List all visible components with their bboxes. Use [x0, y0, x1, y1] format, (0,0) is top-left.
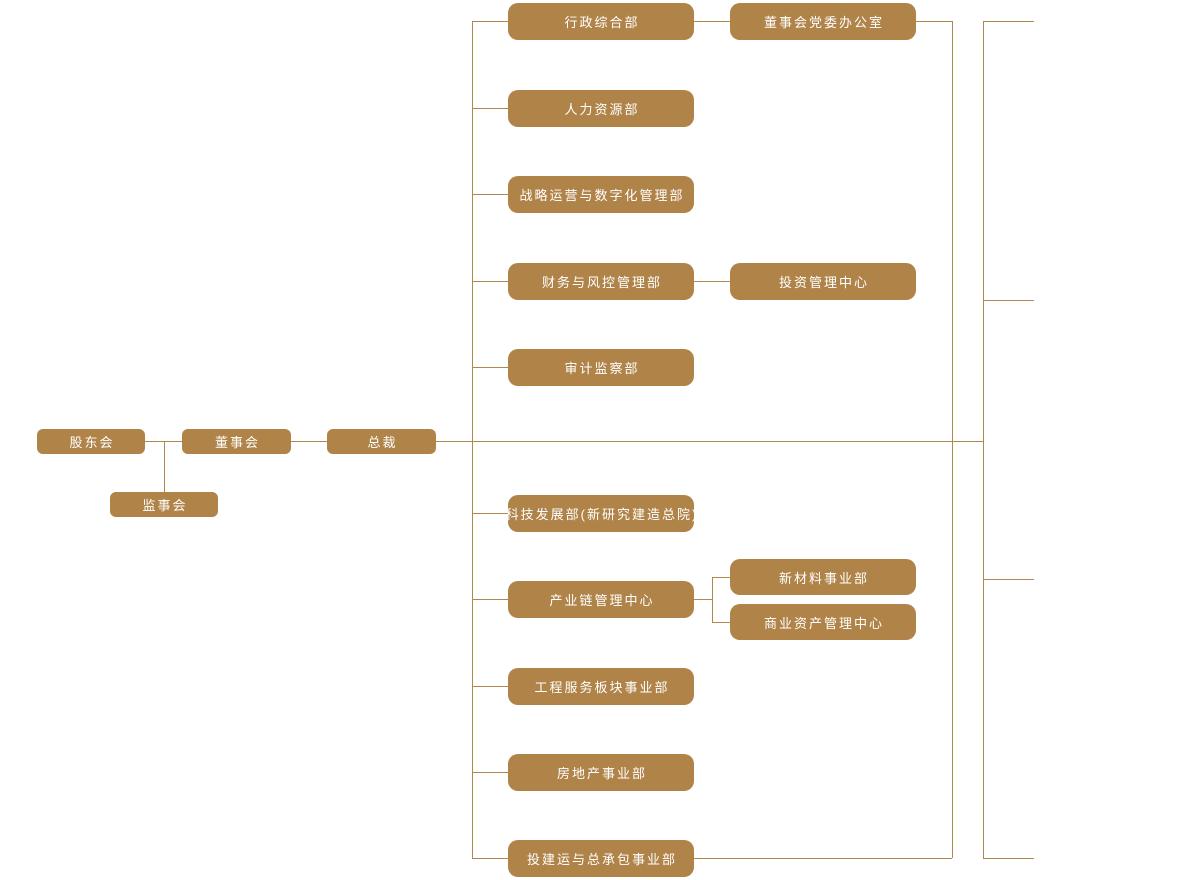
connector-dept-spine [472, 21, 473, 858]
connector-tick-admin [472, 21, 508, 22]
node-hr-dept: 人力资源部 [508, 90, 694, 127]
node-board-of-directors: 董事会 [182, 429, 291, 454]
node-commercial-assets-center: 商业资产管理中心 [730, 604, 916, 640]
connector-finance-investment [694, 281, 730, 282]
connector-tick-hr [472, 108, 508, 109]
node-new-materials-bu: 新材料事业部 [730, 559, 916, 595]
connector-tick-audit [472, 367, 508, 368]
node-invest-build-epc-bu: 投建运与总承包事业部 [508, 840, 694, 877]
connector-admin-party-office [694, 21, 730, 22]
connector-chain-vertical [712, 577, 713, 623]
node-investment-management-center: 投资管理中心 [730, 263, 916, 300]
connector-epc-right [694, 858, 952, 859]
node-strategy-digital-dept: 战略运营与数字化管理部 [508, 176, 694, 213]
connector-tick-strategy [472, 194, 508, 195]
connector-stub-top [983, 21, 1034, 22]
connector-party-office-right [916, 21, 952, 22]
node-engineering-services-bu: 工程服务板块事业部 [508, 668, 694, 705]
connector-right-rail-inner [952, 21, 953, 858]
node-supervisory-board: 监事会 [110, 492, 218, 517]
node-admin-general-dept: 行政综合部 [508, 3, 694, 40]
connector-president-main [436, 441, 983, 442]
connector-tick-realestate [472, 772, 508, 773]
connector-tick-tech [472, 513, 508, 514]
connector-chain-out [694, 599, 712, 600]
connector-board-president [291, 441, 327, 442]
connector-supervisory-drop [164, 441, 165, 492]
node-audit-supervision-dept: 审计监察部 [508, 349, 694, 386]
connector-stub-bottom [983, 858, 1034, 859]
connector-tick-engineering [472, 686, 508, 687]
connector-tick-chain [472, 599, 508, 600]
node-tech-development-dept: 科技发展部(新研究建造总院) [506, 495, 696, 532]
connector-tick-finance [472, 281, 508, 282]
node-president: 总裁 [327, 429, 436, 454]
node-finance-risk-dept: 财务与风控管理部 [508, 263, 694, 300]
connector-chain-commercial [712, 622, 730, 623]
node-shareholders-meeting: 股东会 [37, 429, 145, 454]
connector-stub-lower [983, 579, 1034, 580]
connector-right-rail-outer [983, 21, 984, 858]
node-industry-chain-center: 产业链管理中心 [508, 581, 694, 618]
node-board-party-office: 董事会党委办公室 [730, 3, 916, 40]
node-real-estate-bu: 房地产事业部 [508, 754, 694, 791]
connector-stub-upper [983, 300, 1034, 301]
connector-tick-epc [472, 858, 508, 859]
connector-shareholders-board [145, 441, 182, 442]
connector-chain-newmaterials [712, 577, 730, 578]
